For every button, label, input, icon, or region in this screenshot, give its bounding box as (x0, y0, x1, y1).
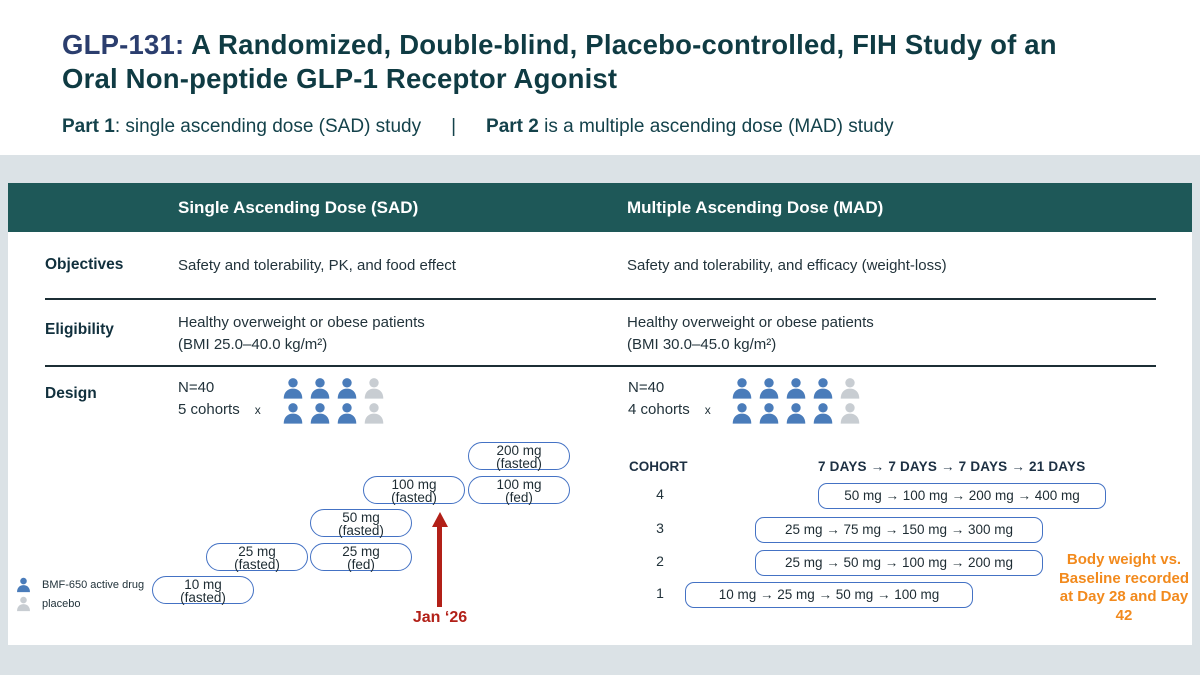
person-active-icon (335, 377, 359, 400)
sad-cohort-pictogram (281, 377, 386, 425)
legend-active-label: BMF-650 active drug (42, 578, 145, 591)
sad-n: N=40 (178, 379, 215, 396)
person-active-icon (811, 402, 835, 425)
title-study-code: GLP-131: (62, 29, 185, 60)
dose-condition: (fasted) (496, 456, 542, 471)
person-placebo-icon (838, 377, 862, 400)
dose-amount: 10 mg (184, 577, 222, 592)
legend-item-active: BMF-650 active drug (15, 575, 144, 594)
person-active-icon (281, 402, 305, 425)
cohort-column-header: COHORT (629, 459, 688, 474)
part1-text: : single ascending dose (SAD) study (114, 116, 422, 137)
dose-condition: (fasted) (234, 557, 280, 572)
mad-n: N=40 (628, 379, 665, 396)
column-header-sad: Single Ascending Dose (SAD) (178, 198, 419, 217)
part1-label: Part 1 (62, 116, 115, 137)
cohort-number: 2 (656, 553, 664, 569)
row-divider (45, 365, 1156, 367)
objectives-sad: Safety and tolerability, PK, and food ef… (178, 257, 456, 274)
person-placebo-icon (362, 402, 386, 425)
dose-amount: 50 mg (342, 510, 380, 525)
sad-dose-box-25mg-fasted: 25 mg (fasted) (206, 543, 308, 571)
sad-cohort-size: N=40 5 cohorts x (178, 377, 261, 421)
title-line-1-text: A Randomized, Double-blind, Placebo-cont… (184, 29, 1057, 60)
person-active-icon (281, 377, 305, 400)
person-active-icon (15, 577, 32, 593)
person-placebo-icon (838, 402, 862, 425)
mad-cohort-size: N=40 4 cohorts x (628, 377, 711, 421)
dose-amount: 200 mg (496, 443, 542, 458)
subtitle-separator: | (451, 116, 457, 137)
cohort-number: 1 (656, 585, 664, 601)
cohort-number: 3 (656, 520, 664, 536)
objectives-mad: Safety and tolerability, and efficacy (w… (627, 257, 947, 274)
sad-dose-box-100mg-fasted: 100 mg (fasted) (363, 476, 465, 504)
mad-cohort-pictogram (730, 377, 862, 425)
mad-dose-box-cohort2: 25 mg → 50 mg → 100 mg → 200 mg (755, 550, 1043, 576)
sad-dose-box-25mg-fed: 25 mg (fed) (310, 543, 412, 571)
eligibility-mad-line2: (BMI 30.0–45.0 kg/m²) (627, 336, 777, 353)
eligibility-sad-line2: (BMI 25.0–40.0 kg/m²) (178, 336, 328, 353)
body-weight-note: Body weight vs. Baseline recorded at Day… (1058, 551, 1190, 624)
study-design-table: Single Ascending Dose (SAD) Multiple Asc… (8, 183, 1192, 645)
milestone-arrow-shaft (437, 526, 442, 607)
person-placebo-icon (15, 596, 32, 612)
legend-placebo-label: placebo (42, 597, 81, 610)
page-title: GLP-131: A Randomized, Double-blind, Pla… (62, 28, 1057, 96)
row-divider (45, 298, 1156, 300)
dose-condition: (fed) (347, 557, 375, 572)
eligibility-mad: Healthy overweight or obese patients (BM… (627, 312, 874, 356)
sad-cohorts: 5 cohorts (178, 401, 240, 418)
milestone-arrow-icon (432, 512, 448, 527)
sad-dose-box-100mg-fed: 100 mg (fed) (468, 476, 570, 504)
dose-amount: 100 mg (391, 477, 437, 492)
cohort-number: 4 (656, 486, 664, 502)
sad-dose-box-200mg-fasted: 200 mg (fasted) (468, 442, 570, 470)
person-active-icon (730, 377, 754, 400)
mad-dose-box-cohort1: 10 mg → 25 mg → 50 mg → 100 mg (685, 582, 973, 608)
person-active-icon (811, 377, 835, 400)
mad-cohorts: 4 cohorts (628, 401, 690, 418)
milestone-date: Jan ‘26 (412, 609, 468, 626)
row-label-eligibility: Eligibility (45, 321, 114, 338)
mad-dose-box-cohort3: 25 mg → 75 mg → 150 mg → 300 mg (755, 517, 1043, 543)
eligibility-mad-line1: Healthy overweight or obese patients (627, 314, 874, 331)
title-line-1: GLP-131: A Randomized, Double-blind, Pla… (62, 28, 1057, 62)
part2-label: Part 2 (486, 116, 539, 137)
dose-condition: (fasted) (338, 523, 384, 538)
legend-item-placebo: placebo (15, 594, 144, 613)
title-line-2: Oral Non-peptide GLP-1 Receptor Agonist (62, 63, 618, 94)
eligibility-sad: Healthy overweight or obese patients (BM… (178, 312, 425, 356)
person-placebo-icon (362, 377, 386, 400)
person-active-icon (784, 402, 808, 425)
person-active-icon (308, 377, 332, 400)
sad-dose-box-50mg-fasted: 50 mg (fasted) (310, 509, 412, 537)
dose-amount: 25 mg (238, 544, 276, 559)
person-active-icon (335, 402, 359, 425)
person-active-icon (757, 377, 781, 400)
sad-times: x (254, 403, 261, 417)
mad-dose-box-cohort4: 50 mg → 100 mg → 200 mg → 400 mg (818, 483, 1106, 509)
row-label-objectives: Objectives (45, 256, 124, 273)
dosing-schedule-header: 7 DAYS → 7 DAYS → 7 DAYS → 21 DAYS (818, 459, 1086, 474)
dose-condition: (fasted) (180, 590, 226, 605)
person-active-icon (730, 402, 754, 425)
subtitle: Part 1: single ascending dose (SAD) stud… (62, 116, 894, 138)
dose-condition: (fed) (505, 490, 533, 505)
dose-amount: 100 mg (496, 477, 542, 492)
table-header-band: Single Ascending Dose (SAD) Multiple Asc… (8, 183, 1192, 232)
legend: BMF-650 active drug placebo (15, 575, 144, 613)
part2-text: is a multiple ascending dose (MAD) study (538, 116, 894, 137)
person-active-icon (757, 402, 781, 425)
mad-times: x (704, 403, 711, 417)
row-label-design: Design (45, 385, 97, 402)
column-header-mad: Multiple Ascending Dose (MAD) (627, 198, 884, 217)
person-active-icon (784, 377, 808, 400)
sad-dose-box-10mg-fasted: 10 mg (fasted) (152, 576, 254, 604)
person-active-icon (308, 402, 332, 425)
dose-amount: 25 mg (342, 544, 380, 559)
dose-condition: (fasted) (391, 490, 437, 505)
eligibility-sad-line1: Healthy overweight or obese patients (178, 314, 425, 331)
